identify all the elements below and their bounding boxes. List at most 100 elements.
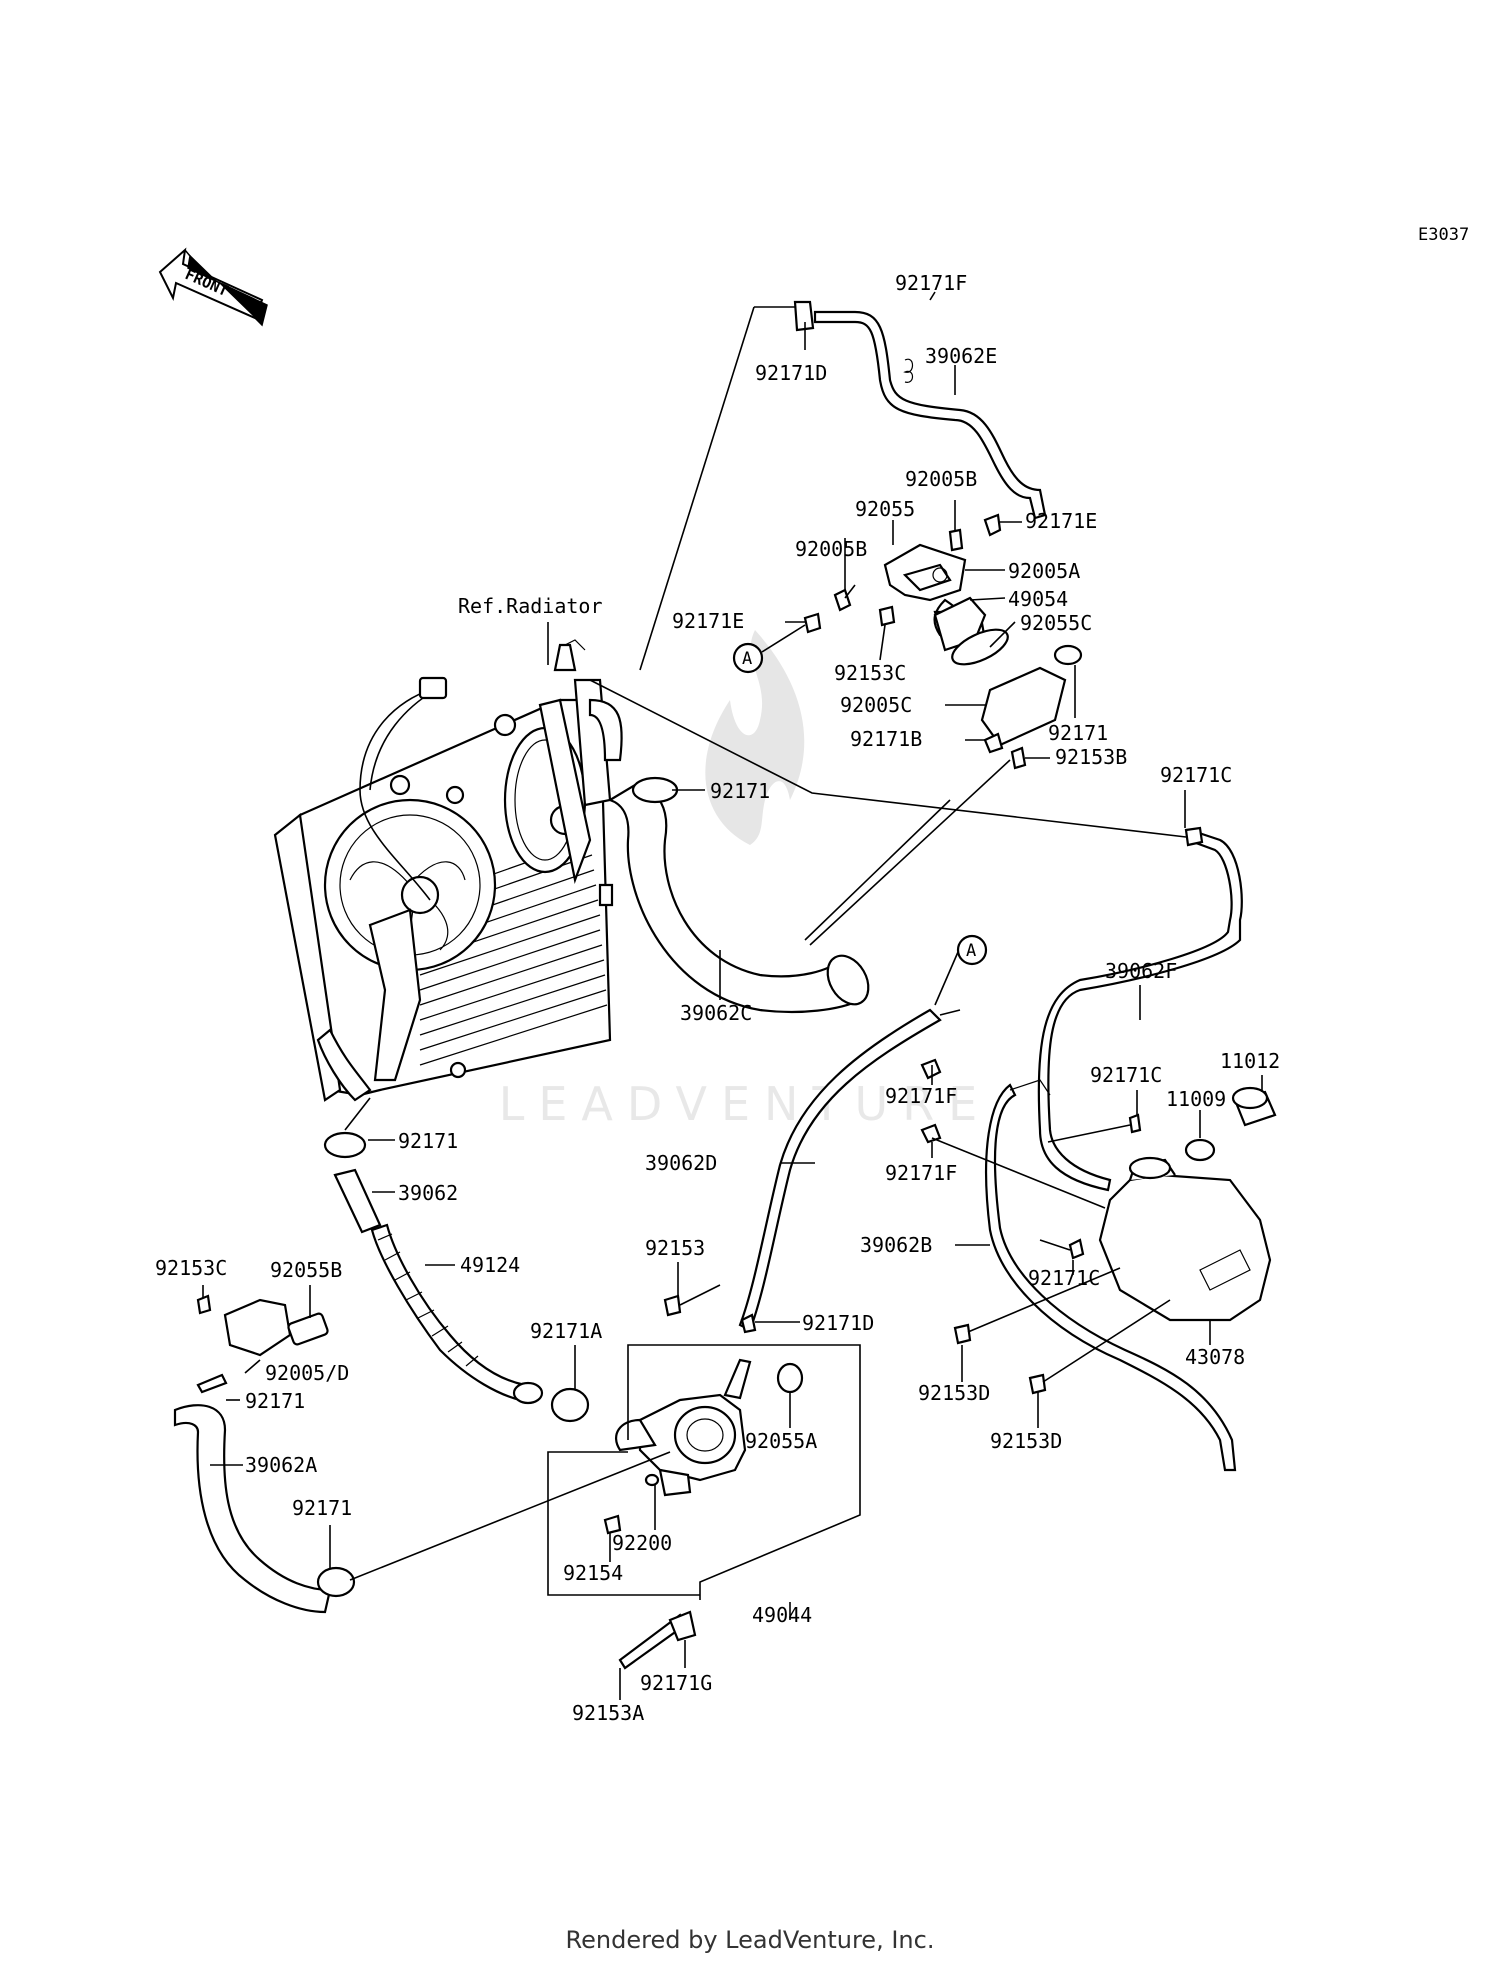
clip-92171C-mid: [1128, 1113, 1142, 1134]
label-39062: 39062: [398, 1181, 458, 1205]
bolt-92153C-left: [196, 1294, 212, 1315]
label-92171-bottom: 92171: [292, 1496, 352, 1520]
gasket-11009: [1184, 1138, 1216, 1162]
label-39062A: 39062A: [245, 1453, 317, 1477]
label-49054: 49054: [1008, 587, 1068, 611]
label-43078: 43078: [1185, 1345, 1245, 1369]
label-92171C-low: 92171C: [1028, 1266, 1100, 1290]
label-92005A: 92005A: [1008, 559, 1080, 583]
water-pump-assembly: [615, 1358, 752, 1497]
ref-radiator-label: Ref.Radiator: [458, 594, 603, 618]
label-92171E-right: 92171E: [1025, 509, 1097, 533]
part-labels: 92171F 92171D 39062E 92005B 92055 92171E…: [155, 271, 1280, 1725]
clip-92171F-b: [920, 1123, 942, 1144]
bolt-92153D-a: [953, 1323, 972, 1345]
outlet-92005D: [223, 1298, 292, 1357]
clip-92171B: [983, 732, 1004, 754]
label-92005C: 92005C: [840, 693, 912, 717]
callout-A-top-letter: A: [742, 649, 752, 669]
label-92153: 92153: [645, 1236, 705, 1260]
bolt-92154: [603, 1514, 622, 1535]
front-arrow-icon: FRONT: [158, 247, 268, 327]
o-ring-92055A: [776, 1362, 804, 1394]
clip-92171C-top: [1184, 826, 1204, 847]
radiator-assembly: [273, 639, 623, 1102]
label-92171E-left: 92171E: [672, 609, 744, 633]
washer-92200: [644, 1473, 660, 1487]
label-39062D: 39062D: [645, 1151, 717, 1175]
footer-credit: Rendered by LeadVenture, Inc.: [566, 1926, 935, 1954]
watermark-text: LEADVENTURE: [499, 1077, 992, 1131]
label-92153D-a: 92153D: [918, 1381, 990, 1405]
hose-39062: [333, 1168, 382, 1234]
label-92055C: 92055C: [1020, 611, 1092, 635]
label-92005B-b: 92005B: [795, 537, 867, 561]
bolt-92153D-b: [1028, 1373, 1047, 1395]
label-92171-top: 92171: [1048, 721, 1108, 745]
label-92171A: 92171A: [530, 1319, 602, 1343]
clamp-92171-low: [323, 1131, 367, 1159]
label-92171B: 92171B: [850, 727, 922, 751]
watermark-flame-icon: [705, 630, 805, 845]
label-92153A: 92153A: [572, 1701, 644, 1725]
label-92055: 92055: [855, 497, 915, 521]
hose-39062B: [985, 1083, 1237, 1472]
clip-92171E-right: [983, 513, 1002, 537]
screw-92005B-left: [833, 588, 852, 612]
clip-92171F-a: [920, 1058, 942, 1080]
hose-49124-ribs: [377, 1233, 479, 1367]
hose-39062F: [1037, 828, 1243, 1192]
label-92005D: 92005/D: [265, 1361, 349, 1385]
label-39062C: 39062C: [680, 1001, 752, 1025]
clamp-92171A: [550, 1387, 590, 1423]
o-ring-92055C: [951, 628, 1009, 666]
label-39062B: 39062B: [860, 1233, 932, 1257]
label-92171-left: 92171: [245, 1389, 305, 1413]
clip-92171C-low: [1068, 1238, 1085, 1260]
watermark: LEADVENTURE: [499, 630, 992, 1131]
label-92153D-b: 92153D: [990, 1429, 1062, 1453]
thermostat-cover: [980, 666, 1067, 747]
label-92171D-low: 92171D: [802, 1311, 874, 1335]
hose-39062E: [813, 310, 1047, 520]
label-92153B: 92153B: [1055, 745, 1127, 769]
hose-39062A: [173, 1404, 332, 1614]
label-49044: 49044: [752, 1603, 812, 1627]
callout-A-mid-letter: A: [966, 941, 976, 961]
clip-92171D-low: [740, 1313, 757, 1334]
label-92200: 92200: [612, 1531, 672, 1555]
gasket-92055B: [287, 1312, 329, 1346]
bolt-92153: [663, 1294, 682, 1317]
bolt-92153B: [1010, 746, 1027, 770]
clamp-92171-bottom: [316, 1566, 356, 1598]
label-92005B-a: 92005B: [905, 467, 977, 491]
clamp-92171-mid: [631, 776, 679, 804]
label-92171F-b: 92171F: [885, 1161, 957, 1185]
reservoir-tank: [1098, 1156, 1272, 1322]
label-92171G: 92171G: [640, 1671, 712, 1695]
hose-49124: [370, 1223, 527, 1402]
label-92171D-top: 92171D: [755, 361, 827, 385]
label-11009: 11009: [1166, 1087, 1226, 1111]
label-11012: 11012: [1220, 1049, 1280, 1073]
label-92171C-mid: 92171C: [1090, 1063, 1162, 1087]
label-39062E: 39062E: [925, 344, 997, 368]
label-39062F: 39062F: [1105, 959, 1177, 983]
label-92171F-top: 92171F: [895, 271, 967, 295]
clip-92171D-top: [793, 300, 815, 332]
callout-A-mid: [956, 934, 988, 966]
callout-A-top: [732, 642, 764, 674]
label-92055B: 92055B: [270, 1258, 342, 1282]
clamp-92171-left: [196, 1373, 228, 1394]
clip-92171G: [668, 1610, 697, 1642]
label-92171F-a: 92171F: [885, 1084, 957, 1108]
label-92153C-top: 92153C: [834, 661, 906, 685]
label-92154: 92154: [563, 1561, 623, 1585]
label-92171-mid: 92171: [710, 779, 770, 803]
label-92055A: 92055A: [745, 1429, 817, 1453]
diagram-code: E3037: [1418, 225, 1469, 245]
leader-lines: [202, 291, 1263, 1700]
clip-92171E-left: [803, 612, 822, 634]
bolt-92153C: [878, 605, 896, 627]
